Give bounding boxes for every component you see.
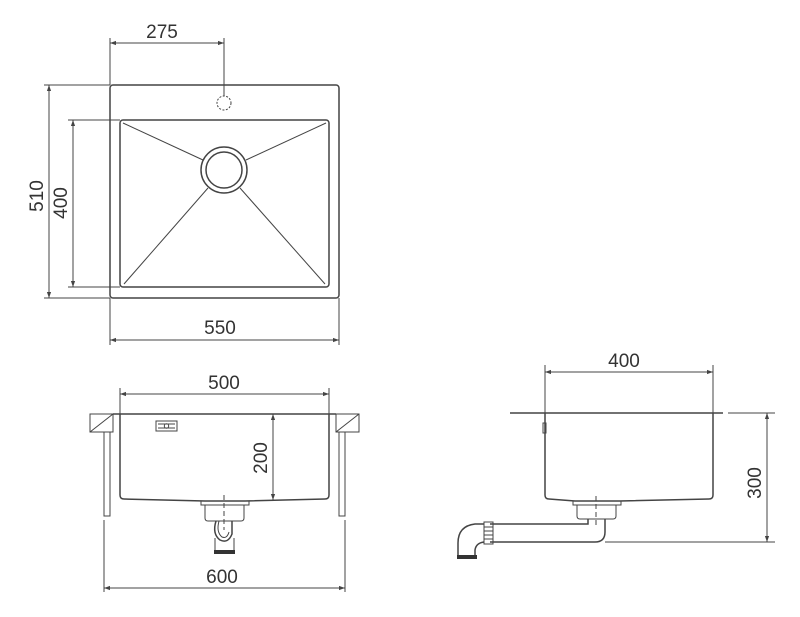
tap-hole-icon [216,95,232,111]
overflow-icon [155,420,178,432]
bowl-side [544,413,714,502]
drain-flange [200,500,250,506]
top-view: 275 510 400 550 [27,22,340,345]
dim-total-height: 300 [745,467,766,499]
side-view: 400 300 [457,351,775,559]
bowl-outline [119,119,330,288]
cabinet-wall-right [338,431,346,517]
dim-cabinet-width: 600 [206,567,238,588]
dim-bowl-width: 500 [208,373,240,394]
dim-tap-hole-offset: 275 [146,22,178,43]
pipe-elbow [457,523,484,555]
sink-outline [109,84,340,299]
drain-pipe [490,519,589,525]
dim-overall-width: 550 [204,318,236,339]
dim-overall-depth: 510 [27,180,48,212]
dim-bowl-depth: 400 [51,187,72,219]
drain-trap [213,520,233,542]
cabinet-wall-left [103,431,111,517]
dim-bowl-height: 200 [251,442,272,474]
bowl-section [119,414,330,502]
drain-outer [200,146,248,194]
countertop-right [335,413,360,433]
drain-inner [205,151,243,189]
countertop-left [89,413,114,433]
front-section-view: 500 200 600 [89,373,360,592]
pipe-connector [483,521,494,545]
drain-flange-side [572,500,622,506]
dim-side-bowl-depth: 400 [608,351,640,372]
